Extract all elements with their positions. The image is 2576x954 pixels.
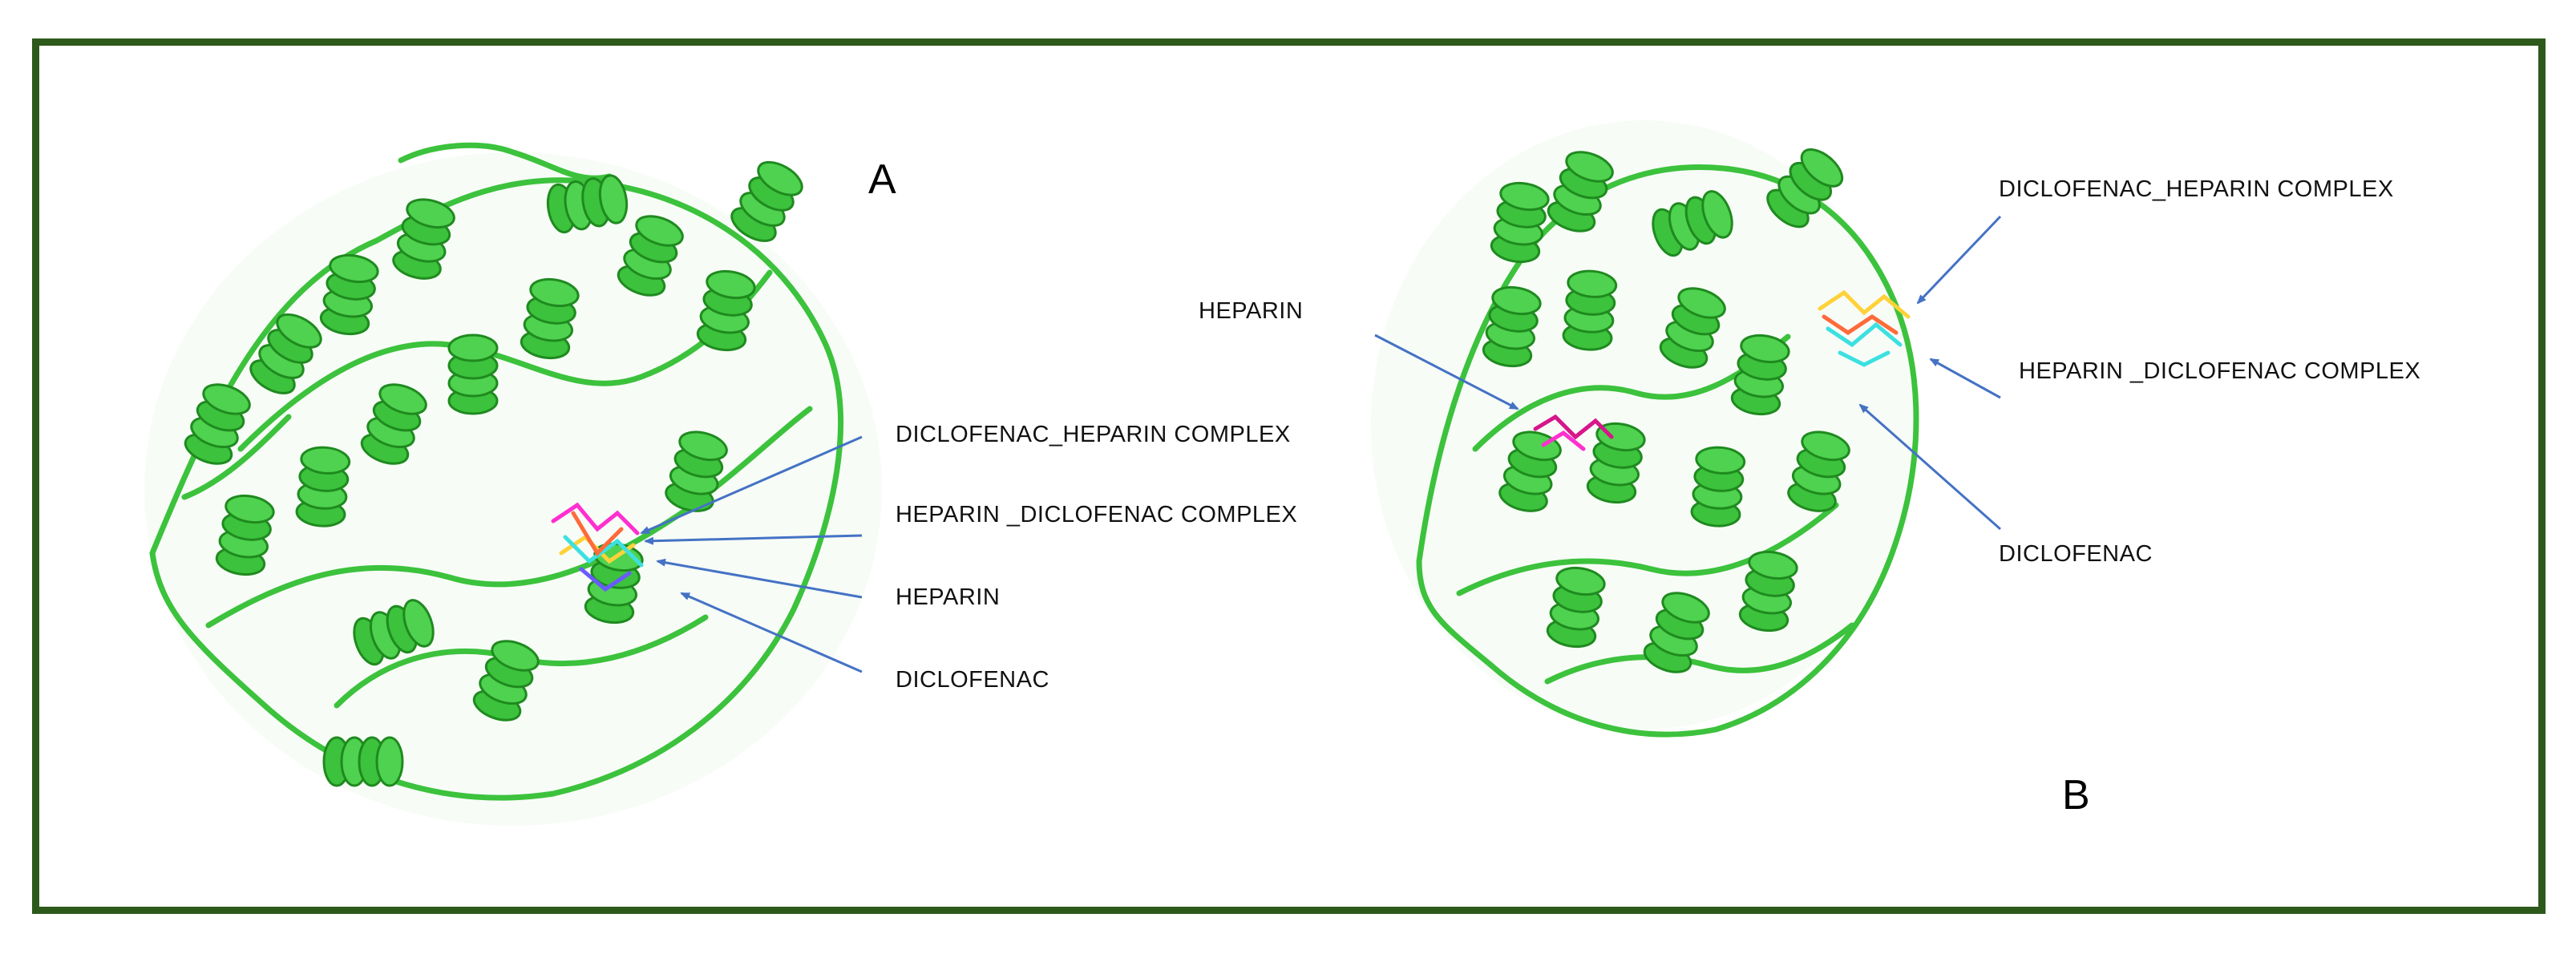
panel-b-pointer-lines <box>1374 215 2002 531</box>
panel-a-label-heparin-diclofenac-complex: HEPARIN _DICLOFENAC COMPLEX <box>896 502 1298 528</box>
panel-b-label-heparin: HEPARIN <box>1199 298 1304 324</box>
panel-a-letter: A <box>868 156 896 203</box>
panel-a-label-diclofenac: DICLOFENAC <box>896 667 1049 693</box>
panel-b-heparin-ligand <box>1533 414 1614 451</box>
panel-b-protein-structure <box>1371 120 1919 738</box>
panel-b-letter: B <box>2062 772 2090 819</box>
panel-b-label-diclofenac: DICLOFENAC <box>1999 541 2153 567</box>
panel-a-label-diclofenac-heparin-complex: DICLOFENAC_HEPARIN COMPLEX <box>896 422 1291 447</box>
panel-a-ligand-cluster <box>551 502 644 592</box>
panel-b-label-diclofenac-heparin-complex: DICLOFENAC_HEPARIN COMPLEX <box>1999 176 2394 202</box>
figure-frame <box>32 38 2546 914</box>
panel-b-label-heparin-diclofenac-complex: HEPARIN _DICLOFENAC COMPLEX <box>2019 358 2421 384</box>
panel-a-pointer-lines <box>640 435 863 673</box>
panel-a-label-heparin: HEPARIN <box>896 584 1001 610</box>
panel-a-protein-structure <box>144 142 882 826</box>
panel-b-complex-ligand <box>1818 289 1911 367</box>
